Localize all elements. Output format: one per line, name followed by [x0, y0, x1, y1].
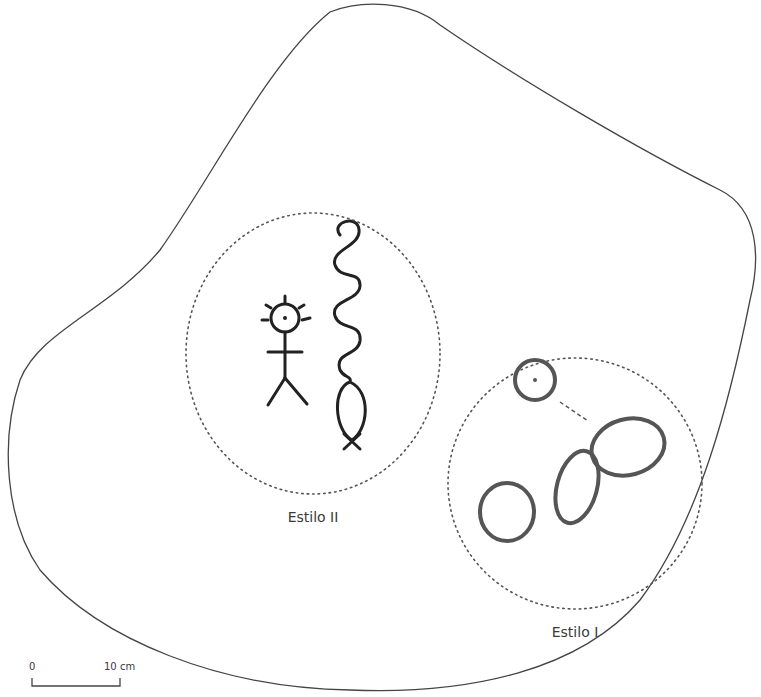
- style-label: Estilo II: [185, 509, 441, 525]
- rock-outline: [8, 4, 755, 690]
- dotted-ellipse: [447, 357, 703, 610]
- scale-bar: [32, 678, 120, 686]
- dotted-ellipse-line: [186, 213, 440, 494]
- scale-label: 0: [29, 661, 35, 672]
- dotted-ellipse-line: [448, 358, 702, 609]
- style-label: Estilo I: [447, 624, 703, 640]
- style-zone: Estilo II: [185, 212, 441, 531]
- dotted-ellipse: [185, 212, 441, 495]
- circle-figures: [480, 360, 671, 541]
- scale-label: 10 cm: [104, 661, 135, 672]
- style-zone: Estilo I: [447, 357, 703, 646]
- dashed-link: [560, 402, 588, 421]
- human-figure: [262, 296, 310, 405]
- serpent-figure: [334, 221, 365, 449]
